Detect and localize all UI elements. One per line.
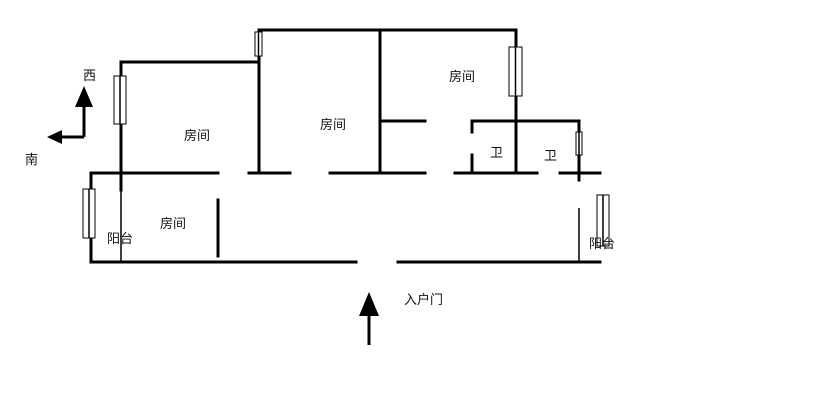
entrance-arrow-icon bbox=[359, 292, 379, 316]
room-labels: 房间 房间 房间 房间 卫 卫 阳台 阳台 bbox=[107, 69, 615, 252]
room-label-left: 房间 bbox=[184, 128, 210, 144]
compass-south-label: 南 bbox=[25, 152, 38, 168]
room-label-balcony-left: 阳台 bbox=[107, 232, 133, 247]
windows bbox=[82, 31, 610, 247]
room-label-bath-2: 卫 bbox=[544, 149, 557, 164]
compass: 西 南 bbox=[25, 69, 96, 168]
room-label-bath-1: 卫 bbox=[490, 146, 503, 161]
room-label-right: 房间 bbox=[449, 69, 475, 85]
north-arrow-icon bbox=[75, 86, 93, 107]
compass-west-label: 西 bbox=[83, 69, 96, 84]
room-label-bottom-left: 房间 bbox=[160, 216, 186, 232]
entrance-label: 入户门 bbox=[404, 292, 443, 308]
room-label-center: 房间 bbox=[320, 117, 346, 133]
entrance: 入户门 bbox=[359, 292, 443, 345]
room-label-balcony-right: 阳台 bbox=[589, 237, 615, 252]
east-arrow-icon bbox=[47, 130, 62, 144]
